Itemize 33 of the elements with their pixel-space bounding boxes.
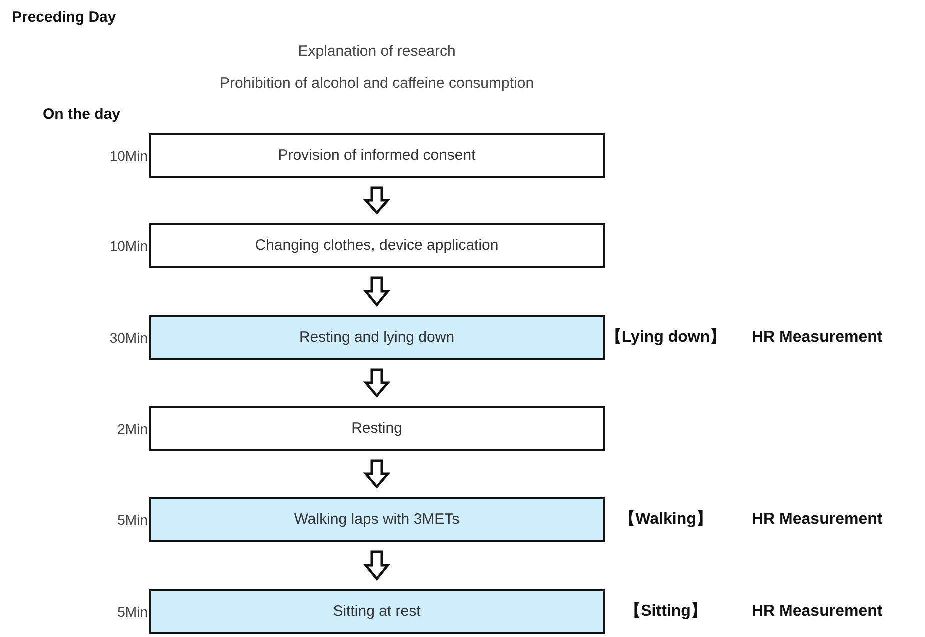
duration-text: 5Min bbox=[118, 510, 148, 528]
note-text: Prohibition of alcohol and caffeine consumption bbox=[220, 75, 534, 92]
duration-text: 10Min bbox=[110, 146, 148, 164]
process-box bbox=[149, 589, 605, 634]
step-text: Walking laps with 3METs bbox=[294, 511, 460, 528]
step-text: Resting and lying down bbox=[299, 329, 455, 346]
block-arrow bbox=[363, 186, 391, 215]
block-arrow bbox=[363, 460, 391, 489]
note-text: Explanation of research bbox=[298, 43, 456, 60]
duration-text: 30Min bbox=[110, 328, 148, 346]
measurement-label: HR Measurement bbox=[752, 510, 883, 528]
section-heading: Preceding Day bbox=[12, 9, 116, 26]
posture-label: 【Lying down】 bbox=[606, 328, 726, 346]
step-text: Provision of informed consent bbox=[278, 147, 476, 164]
block-arrow bbox=[363, 368, 391, 398]
block-arrow bbox=[363, 276, 391, 307]
process-box bbox=[149, 406, 605, 451]
duration-text: 5Min bbox=[118, 602, 148, 620]
duration-text: 10Min bbox=[110, 236, 148, 254]
duration-text: 2Min bbox=[118, 420, 148, 438]
process-box bbox=[149, 315, 605, 360]
measurement-label: HR Measurement bbox=[752, 602, 883, 620]
posture-label: 【Sitting】 bbox=[625, 602, 707, 620]
process-box bbox=[149, 133, 605, 178]
step-text: Changing clothes, device application bbox=[255, 237, 499, 254]
block-arrow bbox=[363, 550, 391, 581]
posture-label: 【Walking】 bbox=[620, 510, 712, 528]
process-box bbox=[149, 497, 605, 542]
process-box bbox=[149, 223, 605, 268]
step-text: Resting bbox=[352, 420, 402, 437]
measurement-label: HR Measurement bbox=[752, 328, 883, 346]
step-text: Sitting at rest bbox=[333, 603, 421, 620]
section-heading: On the day bbox=[43, 106, 121, 123]
